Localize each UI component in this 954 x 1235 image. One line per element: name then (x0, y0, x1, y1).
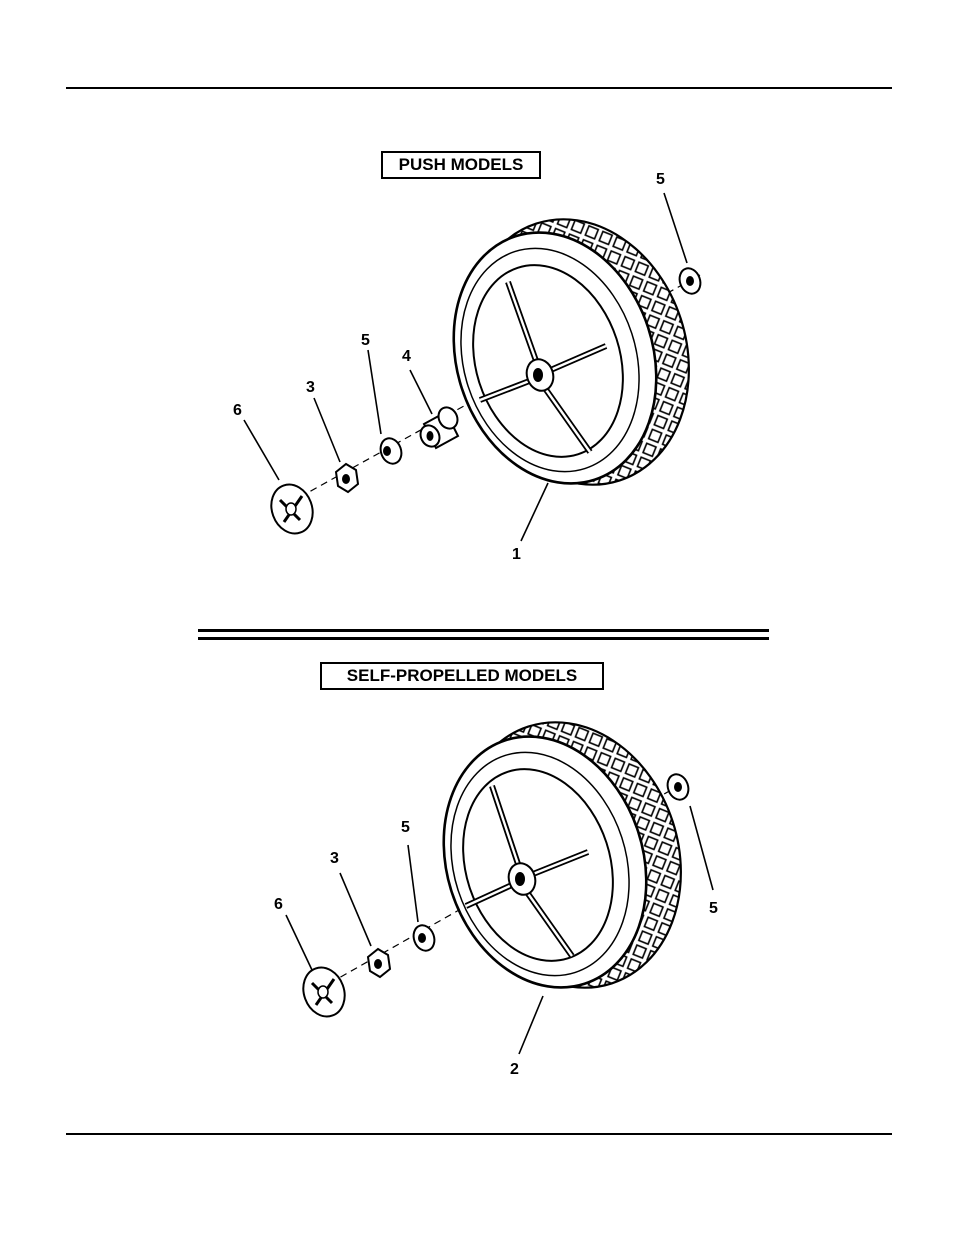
leader-line (286, 915, 312, 970)
leader-line (244, 420, 279, 480)
leader-line (314, 398, 340, 462)
bushing-part-4 (417, 404, 461, 450)
leader-line (368, 350, 381, 434)
push-assembly: 5 4 5 3 6 1 (233, 171, 722, 563)
callout-number: 3 (306, 379, 315, 396)
nut-part-3 (368, 949, 390, 977)
leader-line (340, 873, 371, 946)
leader-line (410, 370, 432, 414)
callout-number: 1 (512, 546, 521, 563)
wheel-part-1 (422, 190, 722, 514)
callout-number: 2 (510, 1061, 519, 1078)
callout-number: 5 (709, 900, 718, 917)
callout-number: 5 (656, 171, 665, 188)
washer-part-5-inner (410, 922, 438, 953)
hubcap-part-6 (297, 962, 352, 1023)
callout-number: 6 (274, 896, 283, 913)
leader-line (664, 193, 687, 263)
wheel-part-2 (412, 693, 714, 1017)
leader-line (408, 845, 418, 922)
washer-part-5-outer (664, 771, 692, 802)
leader-line (519, 996, 543, 1054)
callout-number: 3 (330, 850, 339, 867)
hubcap-part-6 (265, 479, 320, 540)
callout-number: 6 (233, 402, 242, 419)
leader-line (521, 483, 548, 541)
callout-number: 5 (401, 819, 410, 836)
callout-number: 5 (361, 332, 370, 349)
callout-number: 4 (402, 348, 411, 365)
washer-part-5-inner (377, 435, 405, 466)
washer-part-5-outer (676, 265, 704, 296)
nut-part-3 (336, 464, 358, 492)
leader-line (690, 806, 713, 890)
self-propelled-assembly: 5 5 3 6 2 (274, 693, 718, 1078)
